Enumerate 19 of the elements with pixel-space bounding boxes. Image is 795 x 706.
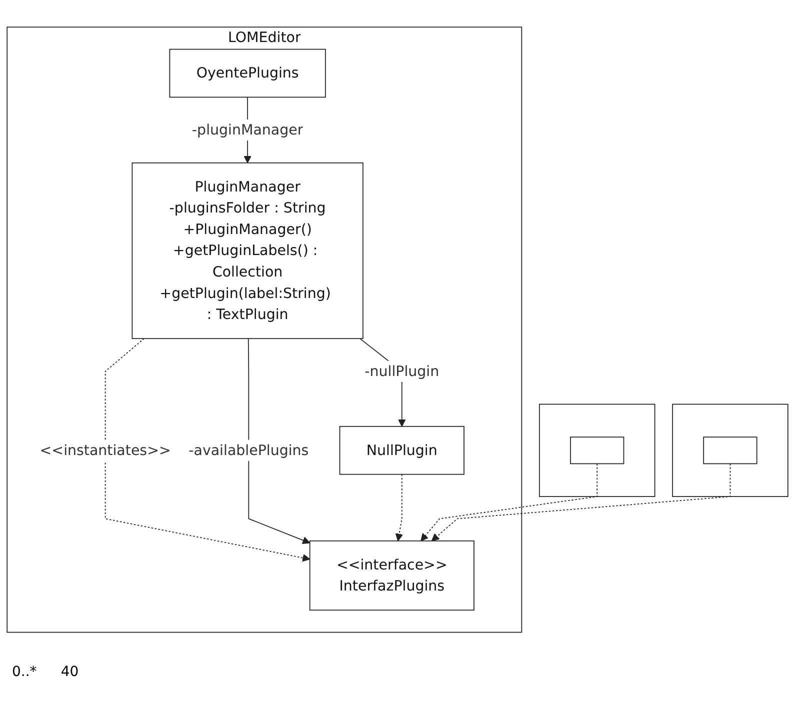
edge-label: <<instantiates>> (40, 442, 171, 459)
arrow (395, 474, 404, 542)
node-box (570, 436, 624, 464)
cluster (672, 404, 788, 498)
node-box: PluginManager -pluginsFolder : String +PluginManager() +getPluginLabels() : Collection +getPlugin(label:String) : TextPlugin (132, 162, 364, 340)
arrow (420, 464, 598, 542)
arrow (104, 338, 310, 562)
arrow (431, 464, 731, 542)
cluster (538, 404, 656, 498)
edge-label: -pluginManager (192, 121, 304, 138)
arrow (248, 338, 310, 544)
node-box: <<interface>> InterfazPlugins (309, 540, 474, 611)
edge-label: -nullPlugin (364, 362, 440, 380)
node-box: OyentePlugins (169, 49, 326, 98)
edge-label: -availablePlugins (188, 442, 309, 459)
node-box: NullPlugin (339, 426, 464, 476)
label-text: 40 (60, 664, 79, 680)
label-text: 0..* (12, 664, 37, 680)
node-box (703, 436, 758, 464)
